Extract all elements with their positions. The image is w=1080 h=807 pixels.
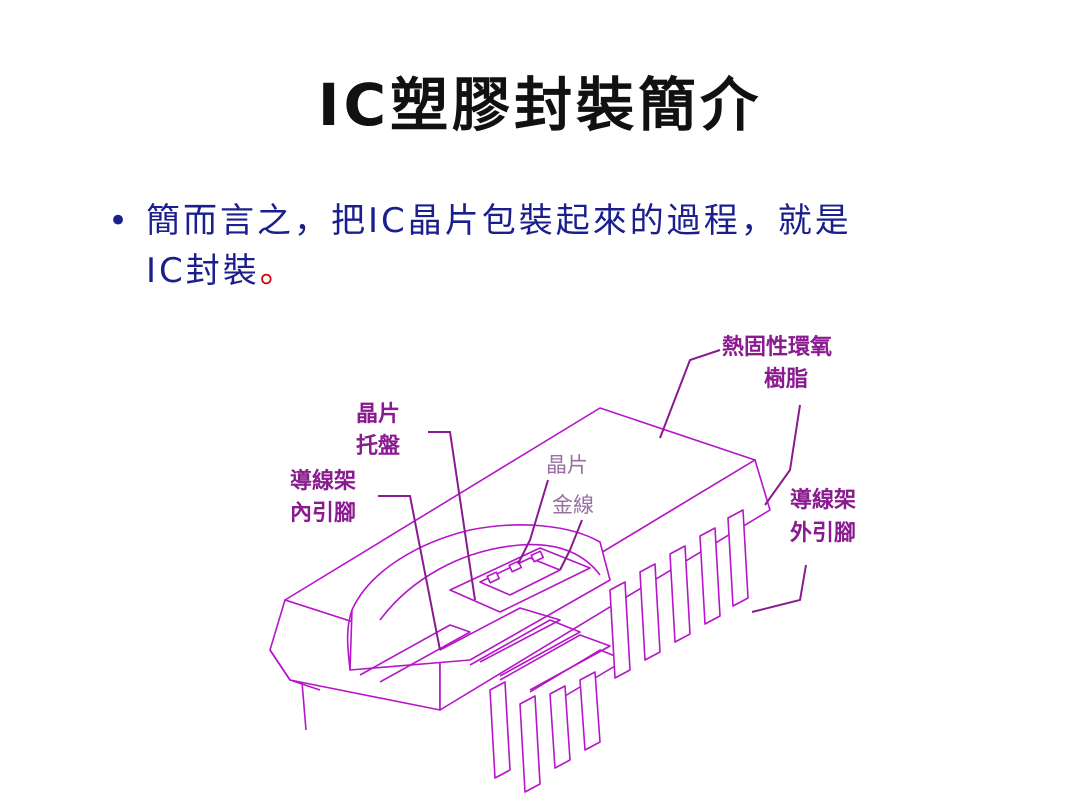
die-pad	[449, 547, 591, 613]
label-outer-lead-line1: 導線架	[790, 487, 856, 513]
label-inner-lead-line1: 導線架	[290, 468, 356, 494]
outer-leads	[609, 509, 749, 679]
bullet-point: • 簡而言之，把IC晶片包裝起來的過程，就是 IC封裝。	[108, 196, 968, 296]
bullet-line-1: 簡而言之，把IC晶片包裝起來的過程，就是	[146, 201, 852, 241]
slide-title: IC塑膠封裝簡介	[317, 71, 763, 139]
label-outer-lead-line2: 外引腳	[790, 520, 856, 546]
label-gold-wire: 金線	[552, 493, 594, 517]
bullet-marker: •	[108, 201, 132, 241]
front-leads	[301, 671, 601, 793]
label-epoxy-line2: 樹脂	[764, 366, 808, 392]
label-arrows	[378, 349, 807, 651]
bullet-period: 。	[259, 251, 297, 291]
label-epoxy-line1: 熱固性環氧	[722, 334, 832, 360]
label-inner-lead-line2: 內引腳	[290, 501, 356, 526]
label-die-pad-line1: 晶片	[356, 402, 400, 427]
ic-package-diagram: 熱固性環氧 樹脂 晶片 托盤 導線架 內引腳 晶片 金線 導線架 外引腳	[269, 334, 856, 793]
bullet-line-2-wrap: IC封裝。	[146, 246, 968, 296]
bullet-line-2: IC封裝	[146, 251, 260, 291]
label-chip: 晶片	[546, 453, 588, 477]
label-die-pad-line2: 托盤	[356, 433, 401, 459]
inner-leads	[359, 607, 626, 703]
